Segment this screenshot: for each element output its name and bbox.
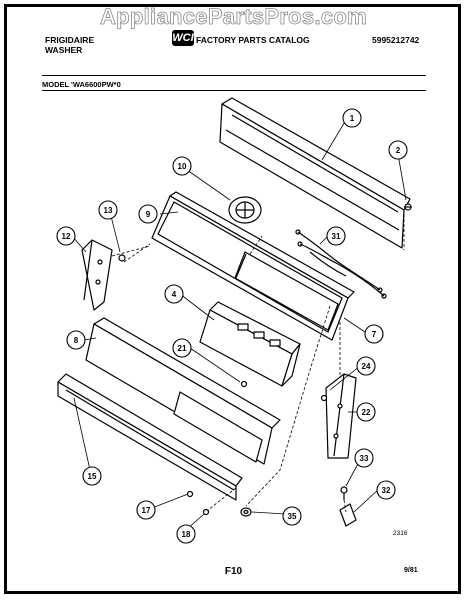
callout-24: 24 [356, 356, 376, 376]
part-trim-strip [57, 373, 243, 501]
part-control-panel-frame [151, 191, 355, 341]
catalog-number: 5995212742 [372, 35, 420, 45]
callout-circle [56, 226, 76, 246]
callout-9: 9 [138, 204, 158, 224]
callout-15: 15 [82, 466, 102, 486]
callout-12: 12 [56, 226, 76, 246]
callout-circle [66, 330, 86, 350]
brand-name: FRIGIDAIRE [45, 35, 95, 45]
callout-circle [82, 466, 102, 486]
callout-circle [356, 402, 376, 422]
callout-label: 10 [178, 162, 187, 171]
model-number: MODEL 'WA6600PW*0 [42, 80, 121, 89]
part-control-module [199, 301, 301, 387]
callout-label: 32 [382, 486, 391, 495]
part-screw-18 [202, 508, 210, 516]
callout-circle [282, 506, 302, 526]
callout-32: 32 [376, 480, 396, 500]
callout-31: 31 [326, 226, 346, 246]
callout-18: 18 [176, 524, 196, 544]
part-screw-33 [340, 486, 348, 500]
callout-circle [164, 284, 184, 304]
callout-2: 2 [388, 140, 408, 160]
callout-circle [138, 204, 158, 224]
callout-circle [342, 108, 362, 128]
drawing-number: 2316 [393, 530, 408, 537]
part-clip-32 [339, 503, 357, 527]
part-screw-21 [240, 380, 248, 388]
callout-10: 10 [172, 156, 192, 176]
callout-label: 13 [104, 206, 113, 215]
callout-label: 12 [62, 232, 71, 241]
callout-label: 15 [88, 472, 97, 481]
callout-circle [136, 500, 156, 520]
part-washer-35 [240, 507, 252, 517]
callout-7: 7 [364, 324, 384, 344]
callout-circle [354, 448, 374, 468]
callout-33: 33 [354, 448, 374, 468]
header-rule-top [42, 75, 426, 76]
callout-circle [172, 338, 192, 358]
watermark: AppliancePartsPros.com [99, 4, 368, 30]
part-left-bracket [81, 239, 113, 311]
callout-circle [388, 140, 408, 160]
callout-circle [176, 524, 196, 544]
callout-21: 21 [172, 338, 192, 358]
part-screw-13 [118, 254, 126, 262]
callout-label: 7 [372, 330, 377, 339]
callout-label: 35 [288, 512, 297, 521]
callout-17: 17 [136, 500, 156, 520]
revision-date: 9/81 [404, 567, 418, 574]
callout-35: 35 [282, 506, 302, 526]
callout-label: 18 [182, 530, 191, 539]
catalog-title: FACTORY PARTS CATALOG [196, 35, 310, 45]
callout-circle [172, 156, 192, 176]
part-console-front-panel [85, 317, 281, 465]
callout-label: 8 [74, 336, 79, 345]
part-timer-knob [228, 196, 262, 224]
callout-label: 17 [142, 506, 151, 515]
callout-4: 4 [164, 284, 184, 304]
callout-circle [98, 200, 118, 220]
callout-label: 2 [396, 146, 401, 155]
callout-1: 1 [342, 108, 362, 128]
wci-logo: WCI [172, 30, 194, 46]
callout-label: 4 [172, 290, 177, 299]
header-rule-bottom [42, 90, 426, 91]
callout-label: 21 [178, 344, 187, 353]
part-screw-2 [404, 203, 412, 211]
callout-label: 1 [350, 114, 355, 123]
part-screw-24 [320, 394, 328, 402]
callout-circle [326, 226, 346, 246]
product-type: WASHER [45, 45, 83, 55]
callout-8: 8 [66, 330, 86, 350]
callout-circle [356, 356, 376, 376]
callout-label: 31 [332, 232, 341, 241]
callout-label: 24 [362, 362, 371, 371]
page-label: F10 [224, 566, 243, 577]
callout-circle [376, 480, 396, 500]
callout-22: 22 [356, 402, 376, 422]
part-right-bracket [325, 373, 357, 459]
page-frame [4, 4, 461, 594]
callout-13: 13 [98, 200, 118, 220]
part-wiring-harness [295, 229, 387, 299]
callout-label: 22 [362, 408, 371, 417]
callout-circle [364, 324, 384, 344]
callout-label: 9 [146, 210, 151, 219]
callout-label: 33 [360, 454, 369, 463]
part-back-panel [219, 97, 411, 249]
